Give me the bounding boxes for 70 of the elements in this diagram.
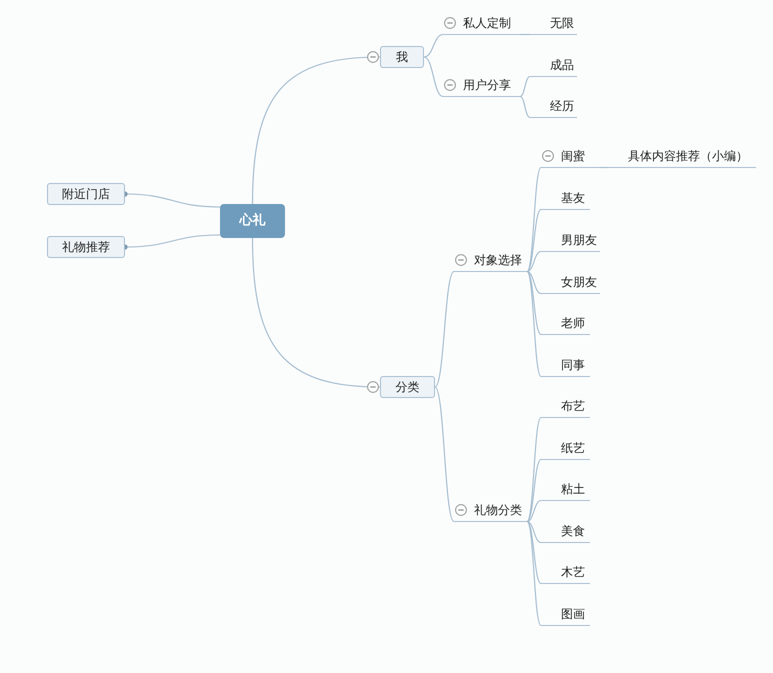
topic-label: 礼物分类: [474, 503, 522, 517]
topic-label: 闺蜜: [561, 149, 585, 163]
connector-line: [526, 417, 542, 522]
connector-line: [526, 271, 542, 335]
underlined-topic: [541, 398, 590, 418]
connector-line: [526, 520, 542, 544]
connector-line: [526, 459, 542, 522]
underlined-topic: [541, 564, 590, 584]
underlined-topic: [530, 15, 577, 35]
connector-line: [434, 386, 454, 522]
topic-label: 老师: [561, 316, 585, 330]
topic-label: 礼物推荐: [62, 240, 110, 254]
underlined-topic: [541, 190, 590, 210]
connector-line: [520, 76, 530, 97]
topic-label: 我: [396, 50, 408, 64]
topic-label: 分类: [396, 380, 420, 394]
underlined-topic: [541, 481, 590, 501]
underlined-topic: [541, 606, 590, 626]
underlined-topic: [530, 57, 577, 77]
topic-box: [47, 236, 125, 258]
topic-label: 基友: [561, 191, 585, 205]
connector-line: [600, 166, 608, 168]
connector-line: [424, 34, 444, 58]
topic-label: 私人定制: [463, 16, 511, 30]
connector-line: [526, 209, 542, 272]
underlined-topic: [541, 315, 590, 335]
connector-line: [526, 270, 542, 294]
underlined-topic: [541, 357, 590, 377]
topic-label: 美食: [561, 524, 585, 538]
underlined-topic: [541, 440, 590, 460]
topic-label: 对象选择: [474, 253, 522, 267]
connector-line: [526, 271, 542, 377]
topic-label: 经历: [550, 99, 574, 113]
connector-line: [520, 34, 530, 36]
topic-label: 附近门店: [62, 187, 110, 201]
topic-label: 女朋友: [561, 275, 597, 289]
connector-line: [434, 271, 454, 388]
topic-label: 男朋友: [561, 233, 597, 247]
central-topic-box: [220, 204, 285, 238]
connector-line: [520, 96, 530, 118]
connector-line: [526, 521, 542, 584]
topic-label: 粘土: [561, 482, 585, 496]
connector-line: [424, 56, 444, 98]
topic-label: 同事: [561, 358, 585, 372]
topic-box: [47, 183, 125, 205]
topic-label: 心礼: [240, 214, 266, 228]
topic-label: 布艺: [561, 399, 585, 413]
topic-box: [380, 46, 424, 68]
underlined-topic: [541, 232, 600, 252]
connector-line: [526, 250, 542, 272]
underlined-topic: [454, 252, 527, 272]
topic-label: 图画: [561, 607, 585, 621]
underlined-topic: [541, 274, 600, 294]
topic-label: 木艺: [561, 565, 585, 579]
underlined-topic: [541, 523, 590, 543]
underlined-topic: [443, 15, 520, 35]
topic-label: 用户分享: [463, 78, 511, 92]
underlined-topic: [443, 77, 520, 97]
topic-label: 纸艺: [561, 441, 585, 455]
topic-label: 成品: [550, 58, 574, 72]
topic-label: 无限: [550, 16, 574, 30]
underlined-topic: [454, 502, 527, 522]
underlined-topic: [541, 148, 600, 168]
connector-line: [526, 167, 542, 272]
connector-line: [526, 500, 542, 522]
underlined-topic: [530, 98, 577, 118]
topic-label: 具体内容推荐（小编）: [628, 149, 748, 163]
topic-box: [380, 376, 435, 398]
connector-line: [526, 521, 542, 626]
underlined-topic: [608, 148, 756, 168]
